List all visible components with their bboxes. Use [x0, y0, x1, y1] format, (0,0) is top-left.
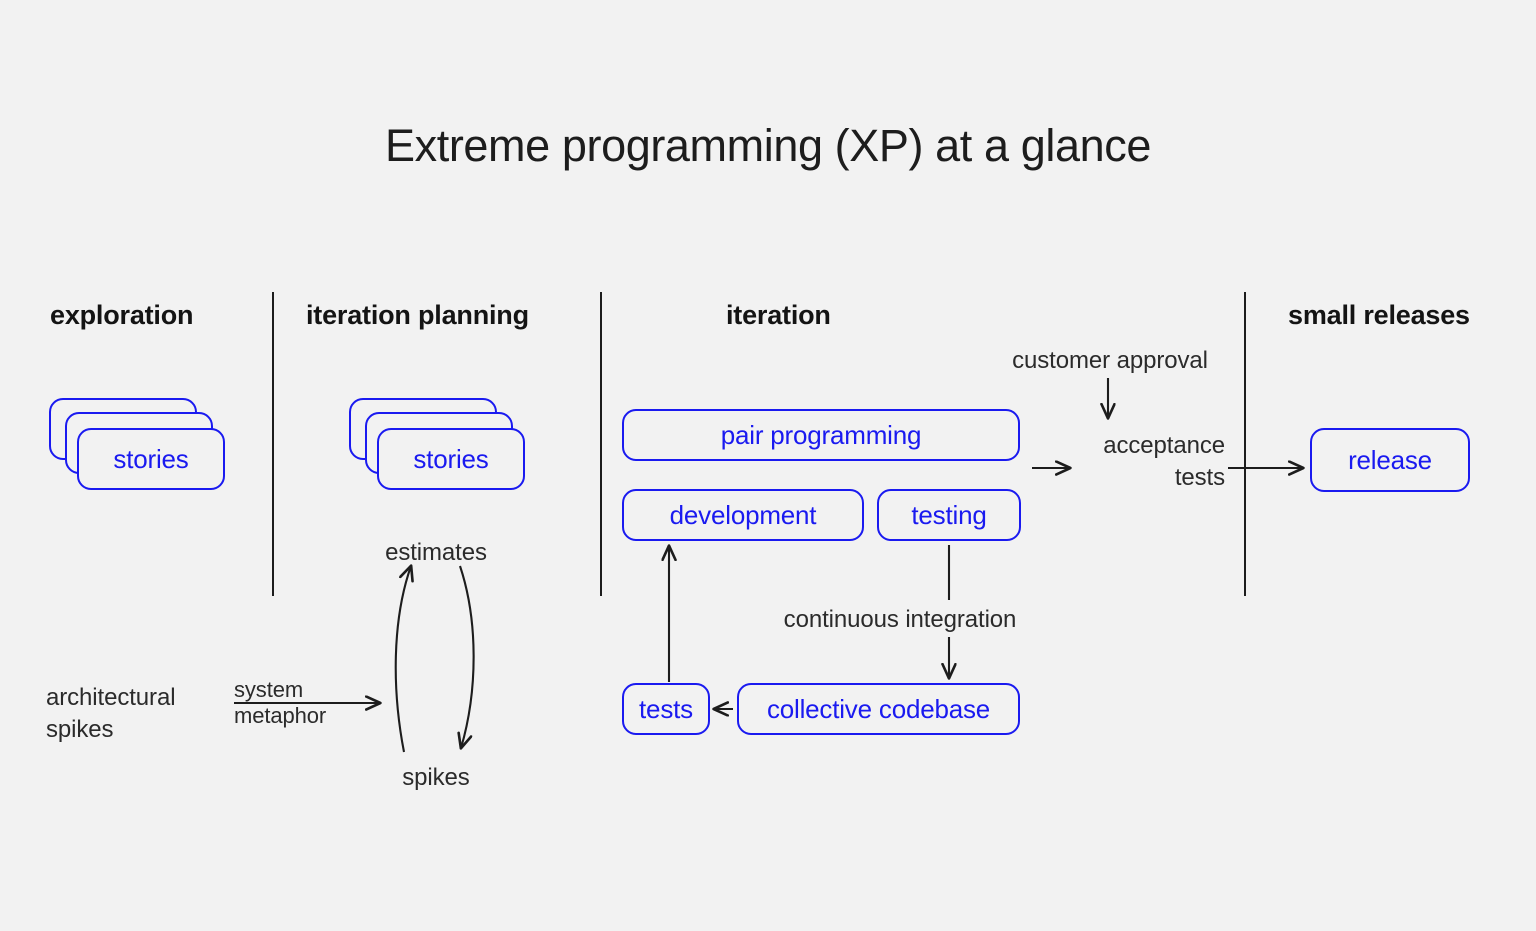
collective-codebase-box[interactable]: collective codebase — [737, 683, 1020, 735]
architectural-spikes-line2: spikes — [46, 715, 114, 743]
estimates-label: estimates — [385, 539, 487, 566]
phase-heading-iteration: iteration — [726, 300, 831, 330]
divider-exploration-iteration-planning — [272, 292, 274, 596]
divider-iteration-planning-iteration — [600, 292, 602, 596]
architectural-spikes-label: architectural spikes — [46, 682, 176, 746]
system-metaphor-line1: system — [234, 677, 304, 702]
arrow-spikes-to-estimates — [394, 566, 411, 753]
customer-approval-label: customer approval — [1012, 347, 1208, 374]
stories-card-front-exploration[interactable]: stories — [77, 428, 225, 490]
phase-heading-exploration: exploration — [50, 300, 194, 330]
phase-heading-iteration-planning: iteration planning — [306, 300, 529, 330]
tests-box[interactable]: tests — [622, 683, 710, 735]
stories-card-front-iteration-planning[interactable]: stories — [377, 428, 525, 490]
pair-programming-box[interactable]: pair programming — [622, 409, 1020, 461]
acceptance-tests-line1: acceptance — [1103, 432, 1225, 459]
phase-heading-small-releases: small releases — [1288, 300, 1470, 330]
arrow-estimates-to-spikes — [460, 565, 475, 748]
acceptance-tests-line2: tests — [1174, 463, 1225, 491]
acceptance-tests-label: acceptance tests — [1000, 430, 1225, 494]
release-box[interactable]: release — [1310, 428, 1470, 492]
page-title: Extreme programming (XP) at a glance — [385, 120, 1151, 171]
continuous-integration-label: continuous integration — [783, 606, 1017, 633]
spikes-label: spikes — [402, 764, 470, 791]
architectural-spikes-line1: architectural — [46, 684, 176, 711]
system-metaphor-line2: metaphor — [234, 703, 327, 728]
development-box[interactable]: development — [622, 489, 864, 541]
divider-iteration-small-releases — [1244, 292, 1246, 596]
testing-box[interactable]: testing — [877, 489, 1021, 541]
